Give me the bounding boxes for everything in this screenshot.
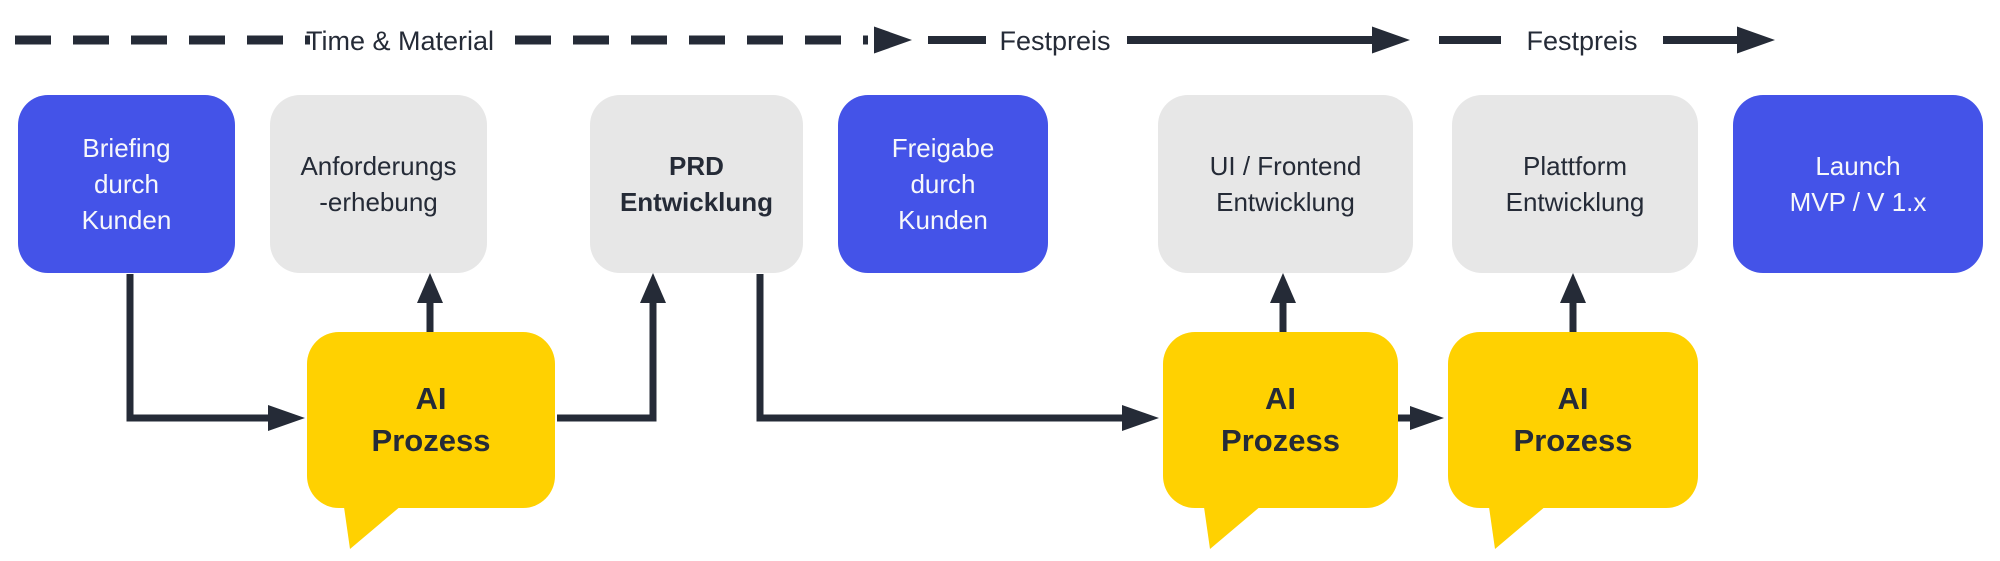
bubble-text-line: Prozess [1221,423,1340,458]
process-box-ui-frontend-entwicklung: UI / Frontend Entwicklung [1158,95,1413,273]
box-text-line: Anforderungs [300,151,457,181]
bubble-text-line: AI [1557,381,1589,416]
connector-prd-to-ai2 [756,274,1122,422]
box-text-line: Entwicklung [1216,187,1355,217]
arrow-head-icon [268,405,305,431]
box-text-line: Entwicklung [1505,187,1645,217]
box-text-line: durch [910,169,976,199]
box-text-line: Plattform [1522,151,1628,181]
box-text-line: durch [93,169,160,199]
arrow-head-icon [417,273,443,303]
process-box-anforderungserhebung: Anforderungs -erhebung [270,95,487,273]
box-text-line: Briefing [82,133,171,163]
arrow-head-icon [1372,26,1410,54]
box-text-line: -erhebung [319,187,438,217]
bubble-text-line: Prozess [1513,423,1633,458]
box-text-line: MVP / V 1.x [1789,187,1927,217]
connector-ai1-to-prd [557,301,657,422]
box-text-line: Kunden [898,205,988,235]
box-text-line: Launch [1815,151,1901,181]
process-box-prd-entwicklung: PRD Entwicklung [590,95,803,273]
speech-bubble-tail-icon [1203,500,1268,549]
arrow-head-icon [1560,273,1586,303]
box-text-line: Entwicklung [619,187,774,217]
timeline-label-festpreis-2: Festpreis [1526,26,1638,56]
box-text-line: UI / Frontend [1209,151,1362,181]
arrow-head-icon [1737,26,1775,54]
ai-process-bubble-1: AI Prozess [307,332,555,508]
arrow-head-icon [640,273,666,303]
box-text-line: Kunden [81,205,172,235]
ai-process-bubble-2: AI Prozess [1163,332,1398,508]
process-box-launch-mvp: Launch MVP / V 1.x [1733,95,1983,273]
bubble-text-line: AI [415,381,447,416]
bubble-text-line: AI [1265,381,1296,416]
speech-bubble-tail-icon [343,500,408,549]
connector-briefing-to-ai1 [126,274,268,422]
arrow-head-icon [1410,406,1444,430]
speech-bubble-tail-icon [1488,500,1553,549]
arrow-head-icon [874,26,912,54]
process-box-freigabe-durch-kunden: Freigabe durch Kunden [838,95,1048,273]
process-box-plattform-entwicklung: Plattform Entwicklung [1452,95,1698,273]
timeline-label-festpreis-1: Festpreis [999,26,1111,56]
bubble-text-line: Prozess [371,423,491,458]
box-text-line: PRD [669,151,724,181]
timeline-label-time-material: Time & Material [305,26,495,56]
ai-process-bubble-3: AI Prozess [1448,332,1698,508]
box-text-line: Freigabe [891,133,995,163]
arrow-head-icon [1122,405,1159,431]
process-box-briefing-durch-kunden: Briefing durch Kunden [18,95,235,273]
arrow-head-icon [1270,273,1296,303]
